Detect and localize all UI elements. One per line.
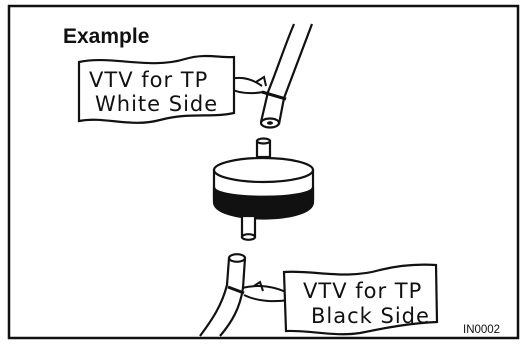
tag-white-line2: White Side: [95, 92, 218, 116]
tag-black-line2: Black Side: [311, 304, 430, 328]
tag-card-white: [77, 54, 236, 124]
tag-card-black: [282, 263, 439, 336]
hose-white-side: [259, 23, 314, 129]
tag-black-side: VTV for TP Black Side: [282, 263, 439, 336]
tag-black-line1: VTV for TP: [303, 279, 422, 303]
hose-black-side: [199, 253, 247, 337]
example-heading: Example: [63, 25, 149, 48]
diagram-frame: [7, 4, 520, 340]
tag-white-line1: VTV for TP: [89, 68, 208, 92]
figure-code: IN0002: [463, 324, 500, 336]
tag-white-side: VTV for TP White Side: [77, 54, 236, 124]
vtv-valve: [212, 137, 315, 241]
